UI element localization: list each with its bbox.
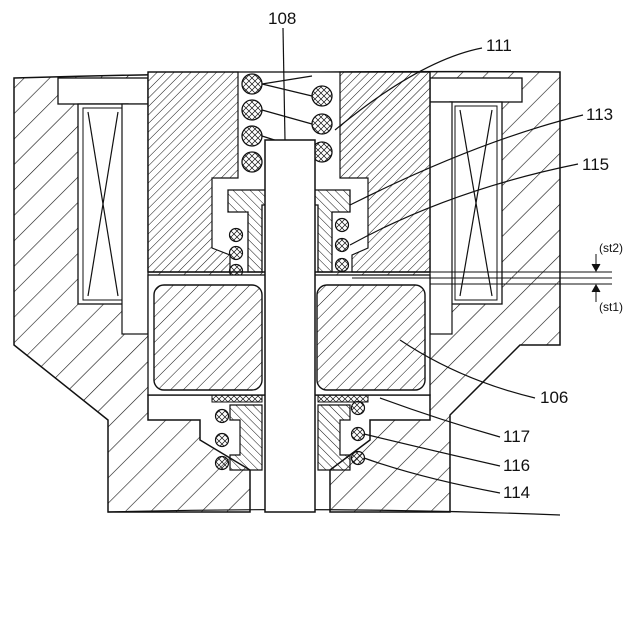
label-115: 115 <box>582 155 609 174</box>
label-113: 113 <box>586 105 613 124</box>
label-st1: (st1) <box>599 300 623 314</box>
label-108: 108 <box>268 9 296 28</box>
label-st2: (st2) <box>599 241 623 255</box>
stem-108 <box>265 140 315 512</box>
label-116: 116 <box>503 456 530 475</box>
label-117: 117 <box>503 427 530 446</box>
label-114: 114 <box>503 483 530 502</box>
label-111: 111 <box>486 36 512 55</box>
label-106: 106 <box>540 388 568 407</box>
